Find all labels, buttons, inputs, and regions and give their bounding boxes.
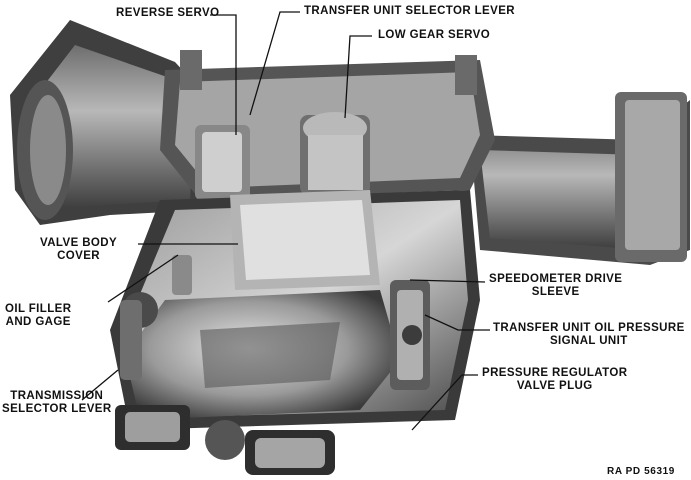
- label-reverse-servo: REVERSE SERVO: [116, 7, 220, 19]
- label-oil-filler-and-gage: OIL FILLER AND GAGE: [5, 303, 72, 328]
- leader-reverse-servo: [210, 14, 237, 135]
- right-side-fittings: [390, 280, 430, 390]
- leader-pressure-regulator: [411, 374, 478, 431]
- leader-speedometer: [409, 279, 486, 283]
- oil-filler-assembly: [120, 255, 192, 380]
- leader-low-gear-servo: [344, 35, 372, 119]
- bottom-flanges: [115, 405, 335, 475]
- leader-lines: [81, 11, 490, 431]
- figure-code: RA PD 56319: [607, 466, 675, 477]
- low-gear-servo-unit: [300, 112, 370, 195]
- right-housing-tube: [470, 92, 690, 265]
- reverse-servo-unit: [195, 125, 250, 200]
- label-low-gear-servo: LOW GEAR SERVO: [378, 29, 491, 41]
- label-speedometer-drive-sleeve: SPEEDOMETER DRIVE SLEEVE: [489, 273, 623, 298]
- label-valve-body-cover: VALVE BODY COVER: [40, 237, 118, 262]
- leader-oil-pressure: [424, 314, 490, 331]
- label-transfer-unit-oil-pressure-signal-unit: TRANSFER UNIT OIL PRESSURE SIGNAL UNIT: [493, 322, 685, 347]
- leader-transfer-selector: [249, 11, 300, 116]
- leader-oil-filler: [107, 254, 179, 303]
- label-transmission-selector-lever: TRANSMISSION SELECTOR LEVER: [2, 390, 112, 415]
- label-pressure-regulator-valve-plug: PRESSURE REGULATOR VALVE PLUG: [482, 367, 628, 392]
- label-transfer-unit-selector-lever: TRANSFER UNIT SELECTOR LEVER: [304, 5, 515, 17]
- left-housing-tube: [10, 20, 210, 225]
- front-cover: [125, 290, 400, 420]
- leader-transmission-selector: [81, 369, 119, 401]
